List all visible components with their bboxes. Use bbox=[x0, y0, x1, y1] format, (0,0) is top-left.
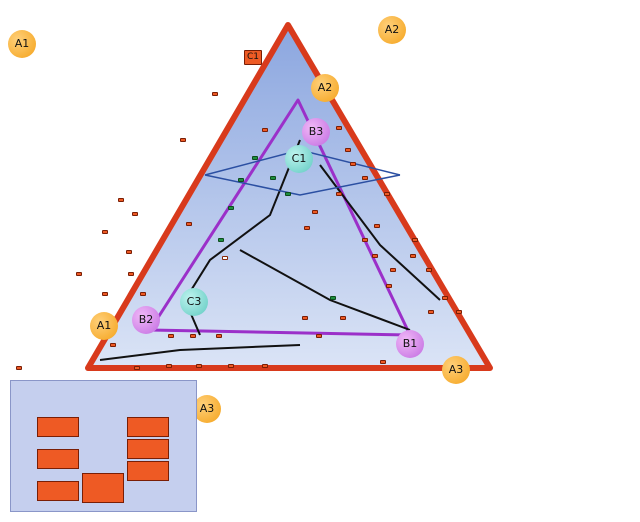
b2-text-cont bbox=[10, 169, 22, 183]
b2-text bbox=[10, 155, 22, 169]
sc-text bbox=[420, 105, 432, 119]
node-n43 bbox=[168, 334, 174, 338]
node-n39 bbox=[428, 310, 434, 314]
legend-item-l2 bbox=[37, 449, 79, 469]
node-n46 bbox=[316, 334, 322, 338]
node-n29 bbox=[222, 256, 228, 260]
b3-text-cont bbox=[420, 155, 432, 169]
badge-a2-top: A2 bbox=[378, 16, 406, 44]
node-n15 bbox=[118, 198, 124, 202]
legend-item-l6 bbox=[127, 439, 169, 459]
badge-a1: A1 bbox=[90, 312, 118, 340]
badge-a2: A2 bbox=[311, 74, 339, 102]
a2-text bbox=[420, 13, 432, 27]
c3-text bbox=[10, 183, 22, 197]
node-n28 bbox=[410, 254, 416, 258]
node-n04 bbox=[336, 126, 342, 130]
node-n49 bbox=[134, 366, 140, 370]
node-n13 bbox=[336, 192, 342, 196]
legend-item-l4 bbox=[82, 473, 124, 503]
node-n34 bbox=[386, 284, 392, 288]
node-n02 bbox=[212, 92, 218, 96]
node-n20 bbox=[304, 226, 310, 230]
legend-item-l7 bbox=[127, 461, 169, 481]
node-n07 bbox=[238, 178, 244, 182]
node-n36 bbox=[140, 292, 146, 296]
c3-text-cont bbox=[10, 197, 22, 211]
vc-text bbox=[420, 77, 432, 91]
node-n24 bbox=[412, 238, 418, 242]
node-n22 bbox=[102, 230, 108, 234]
node-n03 bbox=[262, 128, 268, 132]
legend-item-l1 bbox=[37, 417, 79, 437]
node-n48 bbox=[16, 366, 22, 370]
badge-b1: B1 bbox=[396, 330, 424, 358]
node-n42 bbox=[340, 316, 346, 320]
node-n47 bbox=[110, 343, 116, 347]
purple-path-triangle bbox=[148, 98, 412, 337]
a2-text-cont bbox=[420, 27, 432, 41]
node-n14 bbox=[384, 192, 390, 196]
badge-c1: C1 bbox=[285, 145, 313, 173]
node-n25 bbox=[218, 238, 224, 242]
node-n11 bbox=[362, 176, 368, 180]
sa-text bbox=[10, 119, 22, 133]
badge-a3: A3 bbox=[442, 356, 470, 384]
badge-b2: B2 bbox=[132, 306, 160, 334]
node-n30 bbox=[390, 268, 396, 272]
node-n12 bbox=[285, 192, 291, 196]
node-n45 bbox=[216, 334, 222, 338]
node-n06 bbox=[252, 156, 258, 160]
node-n26 bbox=[126, 250, 132, 254]
node-n53 bbox=[262, 364, 268, 368]
node-n08 bbox=[270, 176, 276, 180]
legend-box bbox=[10, 380, 197, 512]
node-n09 bbox=[345, 148, 351, 152]
badge-b3: B3 bbox=[302, 118, 330, 146]
node-n19 bbox=[186, 222, 192, 226]
va-text bbox=[10, 91, 22, 105]
node-n52 bbox=[228, 364, 234, 368]
node-n17 bbox=[312, 210, 318, 214]
node-n51 bbox=[196, 364, 202, 368]
legend-item-l3 bbox=[37, 481, 79, 501]
node-n21 bbox=[374, 224, 380, 228]
c1-text-cont bbox=[420, 63, 432, 77]
node-n32 bbox=[128, 272, 134, 276]
b3-text bbox=[420, 141, 432, 155]
node-n50 bbox=[166, 364, 172, 368]
ga-text bbox=[10, 105, 22, 119]
a1-text-cont bbox=[10, 77, 22, 91]
node-n10 bbox=[350, 162, 356, 166]
gc-text bbox=[420, 91, 432, 105]
right-text bbox=[420, 13, 432, 169]
node-n38 bbox=[442, 296, 448, 300]
node-n40 bbox=[456, 310, 462, 314]
node-n05 bbox=[180, 138, 186, 142]
node-n23 bbox=[362, 238, 368, 242]
c1-text bbox=[420, 49, 432, 63]
da-text bbox=[10, 133, 22, 147]
left-text bbox=[10, 63, 22, 211]
badge-a1-top: A1 bbox=[8, 30, 36, 58]
node-n27 bbox=[372, 254, 378, 258]
node-n18 bbox=[132, 212, 138, 216]
node-n44 bbox=[190, 334, 196, 338]
node-n35 bbox=[102, 292, 108, 296]
node-n31 bbox=[76, 272, 82, 276]
badge-c3: C3 bbox=[180, 288, 208, 316]
node-n54 bbox=[380, 360, 386, 364]
legend-item-l5 bbox=[127, 417, 169, 437]
node-n41 bbox=[302, 316, 308, 320]
node-n33 bbox=[426, 268, 432, 272]
badge-a3-bottom: A3 bbox=[193, 395, 221, 423]
node-n16 bbox=[228, 206, 234, 210]
outer-triangle bbox=[85, 22, 493, 371]
a1-text bbox=[10, 63, 22, 77]
node-n01: C1 bbox=[244, 50, 263, 65]
node-n37 bbox=[330, 296, 336, 300]
dc-text bbox=[420, 119, 432, 133]
